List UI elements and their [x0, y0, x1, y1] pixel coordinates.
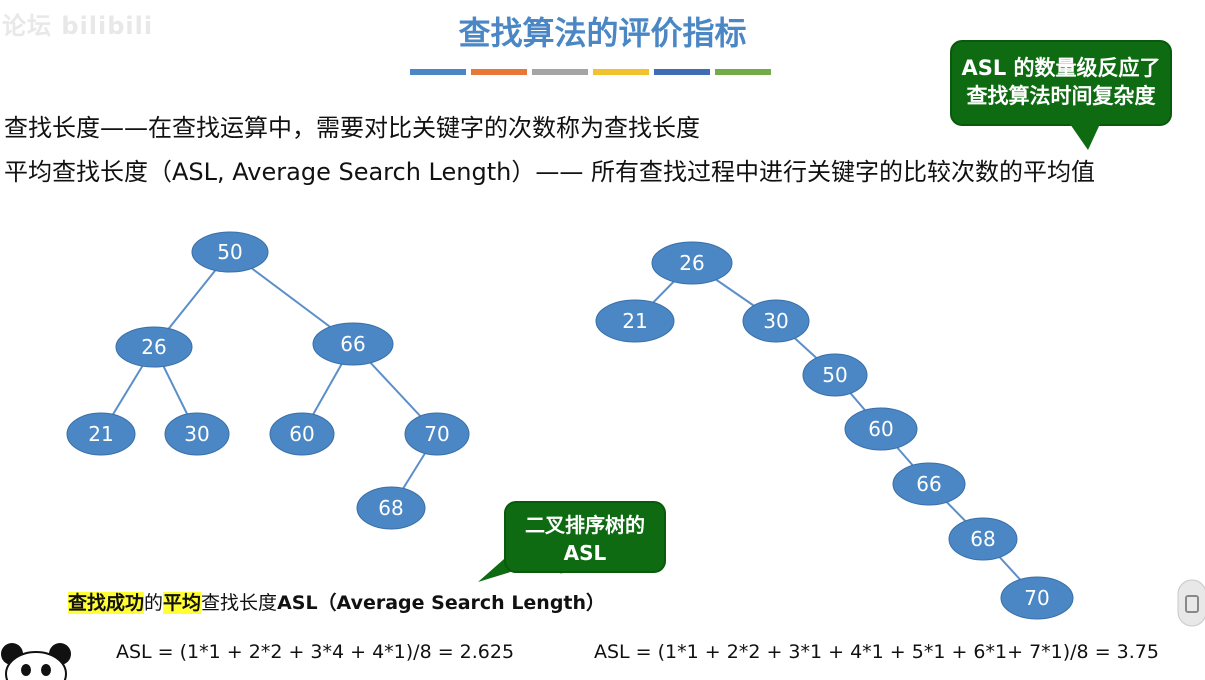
tree-left-node-26	[115, 326, 193, 368]
tree-left-node-label-26: 26	[141, 335, 166, 359]
tree-right-node-label-66: 66	[916, 472, 941, 496]
definition-average-search-length: 平均查找长度（ASL, Average Search Length）—— 所有查…	[4, 158, 1095, 186]
color-bar-3	[532, 69, 588, 75]
asl-heading-length: 查找长度	[201, 592, 278, 614]
tree-right-node-label-21: 21	[622, 309, 647, 333]
color-bar-1	[410, 69, 466, 75]
tree-left-node-50	[191, 231, 269, 273]
color-bar-4	[593, 69, 649, 75]
tree-left-node-70	[404, 412, 470, 456]
scroll-handle-icon[interactable]	[1176, 578, 1205, 628]
callout-asl-complexity: ASL 的数量级反应了 查找算法时间复杂度	[950, 40, 1172, 126]
tree-right-node-50	[802, 353, 868, 397]
asl-heading-abbr: ASL（Average Search Length）	[277, 592, 606, 614]
callout-asl-line1: ASL 的数量级反应了	[961, 56, 1161, 80]
tree-left-node-68	[356, 486, 426, 530]
tree-right-node-label-68: 68	[970, 527, 995, 551]
asl-heading-de: 的	[144, 592, 164, 614]
callout-bst-line1: 二叉排序树的	[525, 513, 645, 537]
tree-left-node-label-21: 21	[88, 422, 113, 446]
tree-left-node-label-50: 50	[217, 240, 242, 264]
tree-right-node-66	[892, 462, 966, 506]
tree-left-node-label-66: 66	[340, 332, 365, 356]
tree-right-node-70	[1000, 576, 1074, 620]
asl-heading: 查找成功的平均查找长度ASL（Average Search Length）	[68, 588, 605, 615]
tree-right-node-30	[742, 299, 810, 343]
tree-right-node-label-30: 30	[763, 309, 788, 333]
tree-right-node-60	[844, 407, 918, 451]
tree-left-node-60	[269, 412, 335, 456]
tree-right-node-26	[651, 241, 733, 285]
formula-left-tree: ASL = (1*1 + 2*2 + 3*4 + 4*1)/8 = 2.625	[116, 641, 515, 663]
definition-search-length: 查找长度——在查找运算中，需要对比关键字的次数称为查找长度	[4, 114, 700, 142]
color-bars	[410, 69, 771, 75]
formula-right-tree: ASL = (1*1 + 2*2 + 3*1 + 4*1 + 5*1 + 6*1…	[594, 641, 1159, 663]
tree-right-node-label-50: 50	[822, 363, 847, 387]
tree-left-node-66	[312, 322, 394, 366]
tree-right-node-21	[595, 299, 675, 343]
left-tree: 50 26 66 21 30 60 70 68	[66, 231, 470, 530]
tree-right-node-68	[948, 517, 1018, 561]
tree-left-node-30	[164, 412, 230, 456]
tree-left-node-label-70: 70	[424, 422, 449, 446]
asl-heading-success: 查找成功	[68, 592, 145, 614]
color-bar-5	[654, 69, 710, 75]
page-title: 查找算法的评价指标	[458, 14, 747, 52]
callout-bst-asl: 二叉排序树的 ASL	[504, 501, 666, 573]
tree-left-node-21	[66, 412, 136, 456]
tree-right-node-label-70: 70	[1024, 586, 1049, 610]
asl-heading-average: 平均	[163, 592, 202, 614]
panda-icon	[1, 643, 71, 680]
callout-asl-line2: 查找算法时间复杂度	[966, 84, 1156, 108]
tree-left-node-label-60: 60	[289, 422, 314, 446]
right-tree: 26 21 30 50 60 66 68 70	[595, 241, 1074, 620]
color-bar-6	[715, 69, 771, 75]
callout-bst-line2: ASL	[563, 541, 607, 565]
tree-left-node-label-68: 68	[378, 496, 403, 520]
tree-right-node-label-60: 60	[868, 417, 893, 441]
callout-top-pointer	[1070, 124, 1100, 150]
watermark: 论坛 bilibili	[2, 12, 154, 40]
tree-right-node-label-26: 26	[679, 251, 704, 275]
color-bar-2	[471, 69, 527, 75]
tree-left-node-label-30: 30	[184, 422, 209, 446]
